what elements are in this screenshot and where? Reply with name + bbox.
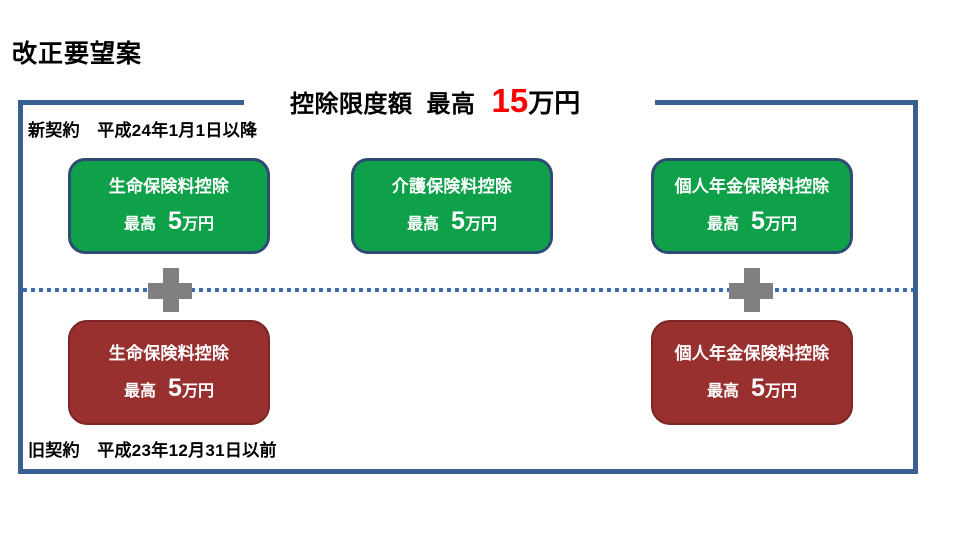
contract-divider-dotted-line	[23, 288, 913, 292]
deduction-limit-max: 最高	[426, 91, 476, 118]
plus-icon	[729, 268, 773, 312]
amount-value: 5	[451, 207, 465, 235]
frame-top-left-segment	[18, 100, 244, 105]
deduction-box-amount: 最高 5 万円	[407, 209, 497, 234]
amount-unit: 万円	[764, 216, 797, 233]
caption-new-contract: 新契約 平成24年1月1日以降	[28, 121, 258, 140]
deduction-box-personal-pension-old: 個人年金保険料控除 最高 5 万円	[651, 320, 853, 425]
deduction-box-life-insurance-new: 生命保険料控除 最高 5 万円	[68, 158, 270, 254]
deduction-box-title: 個人年金保険料控除	[674, 177, 830, 196]
amount-prefix: 最高	[124, 382, 157, 400]
deduction-box-nursing-care-new: 介護保険料控除 最高 5 万円	[351, 158, 553, 254]
amount-prefix: 最高	[124, 216, 157, 233]
deduction-box-amount: 最高 5 万円	[124, 209, 214, 234]
deduction-box-amount: 最高 5 万円	[707, 209, 797, 234]
frame-top-right-segment	[655, 100, 918, 105]
amount-unit: 万円	[464, 216, 497, 233]
amount-value: 5	[751, 207, 765, 235]
amount-prefix: 最高	[407, 216, 440, 233]
deduction-box-amount: 最高 5 万円	[707, 373, 797, 402]
deduction-box-title: 生命保険料控除	[108, 177, 230, 196]
amount-unit: 万円	[181, 382, 214, 400]
deduction-box-title: 生命保険料控除	[108, 343, 230, 363]
frame-bottom-edge	[18, 469, 918, 474]
caption-old-contract: 旧契約 平成23年12月31日以前	[28, 441, 277, 460]
deduction-box-amount: 最高 5 万円	[124, 373, 214, 402]
deduction-limit-label: 控除限度額	[290, 91, 413, 118]
frame-left-edge	[18, 100, 23, 474]
deduction-box-life-insurance-old: 生命保険料控除 最高 5 万円	[68, 320, 270, 425]
deduction-limit-unit: 万円	[528, 88, 581, 118]
deduction-box-title: 個人年金保険料控除	[674, 343, 830, 363]
plus-icon	[148, 268, 192, 312]
amount-prefix: 最高	[707, 382, 740, 400]
amount-unit: 万円	[764, 382, 797, 400]
deduction-limit-amount: 15	[491, 82, 529, 119]
deduction-box-title: 介護保険料控除	[391, 177, 513, 196]
deduction-limit-banner: 控除限度額 最高 15 万円	[290, 84, 580, 122]
page-title: 改正要望案	[12, 40, 143, 68]
amount-prefix: 最高	[707, 216, 740, 233]
amount-unit: 万円	[181, 216, 214, 233]
amount-value: 5	[168, 207, 182, 235]
deduction-box-personal-pension-new: 個人年金保険料控除 最高 5 万円	[651, 158, 853, 254]
frame-right-edge	[913, 100, 918, 474]
amount-value: 5	[751, 373, 765, 402]
amount-value: 5	[168, 373, 182, 402]
